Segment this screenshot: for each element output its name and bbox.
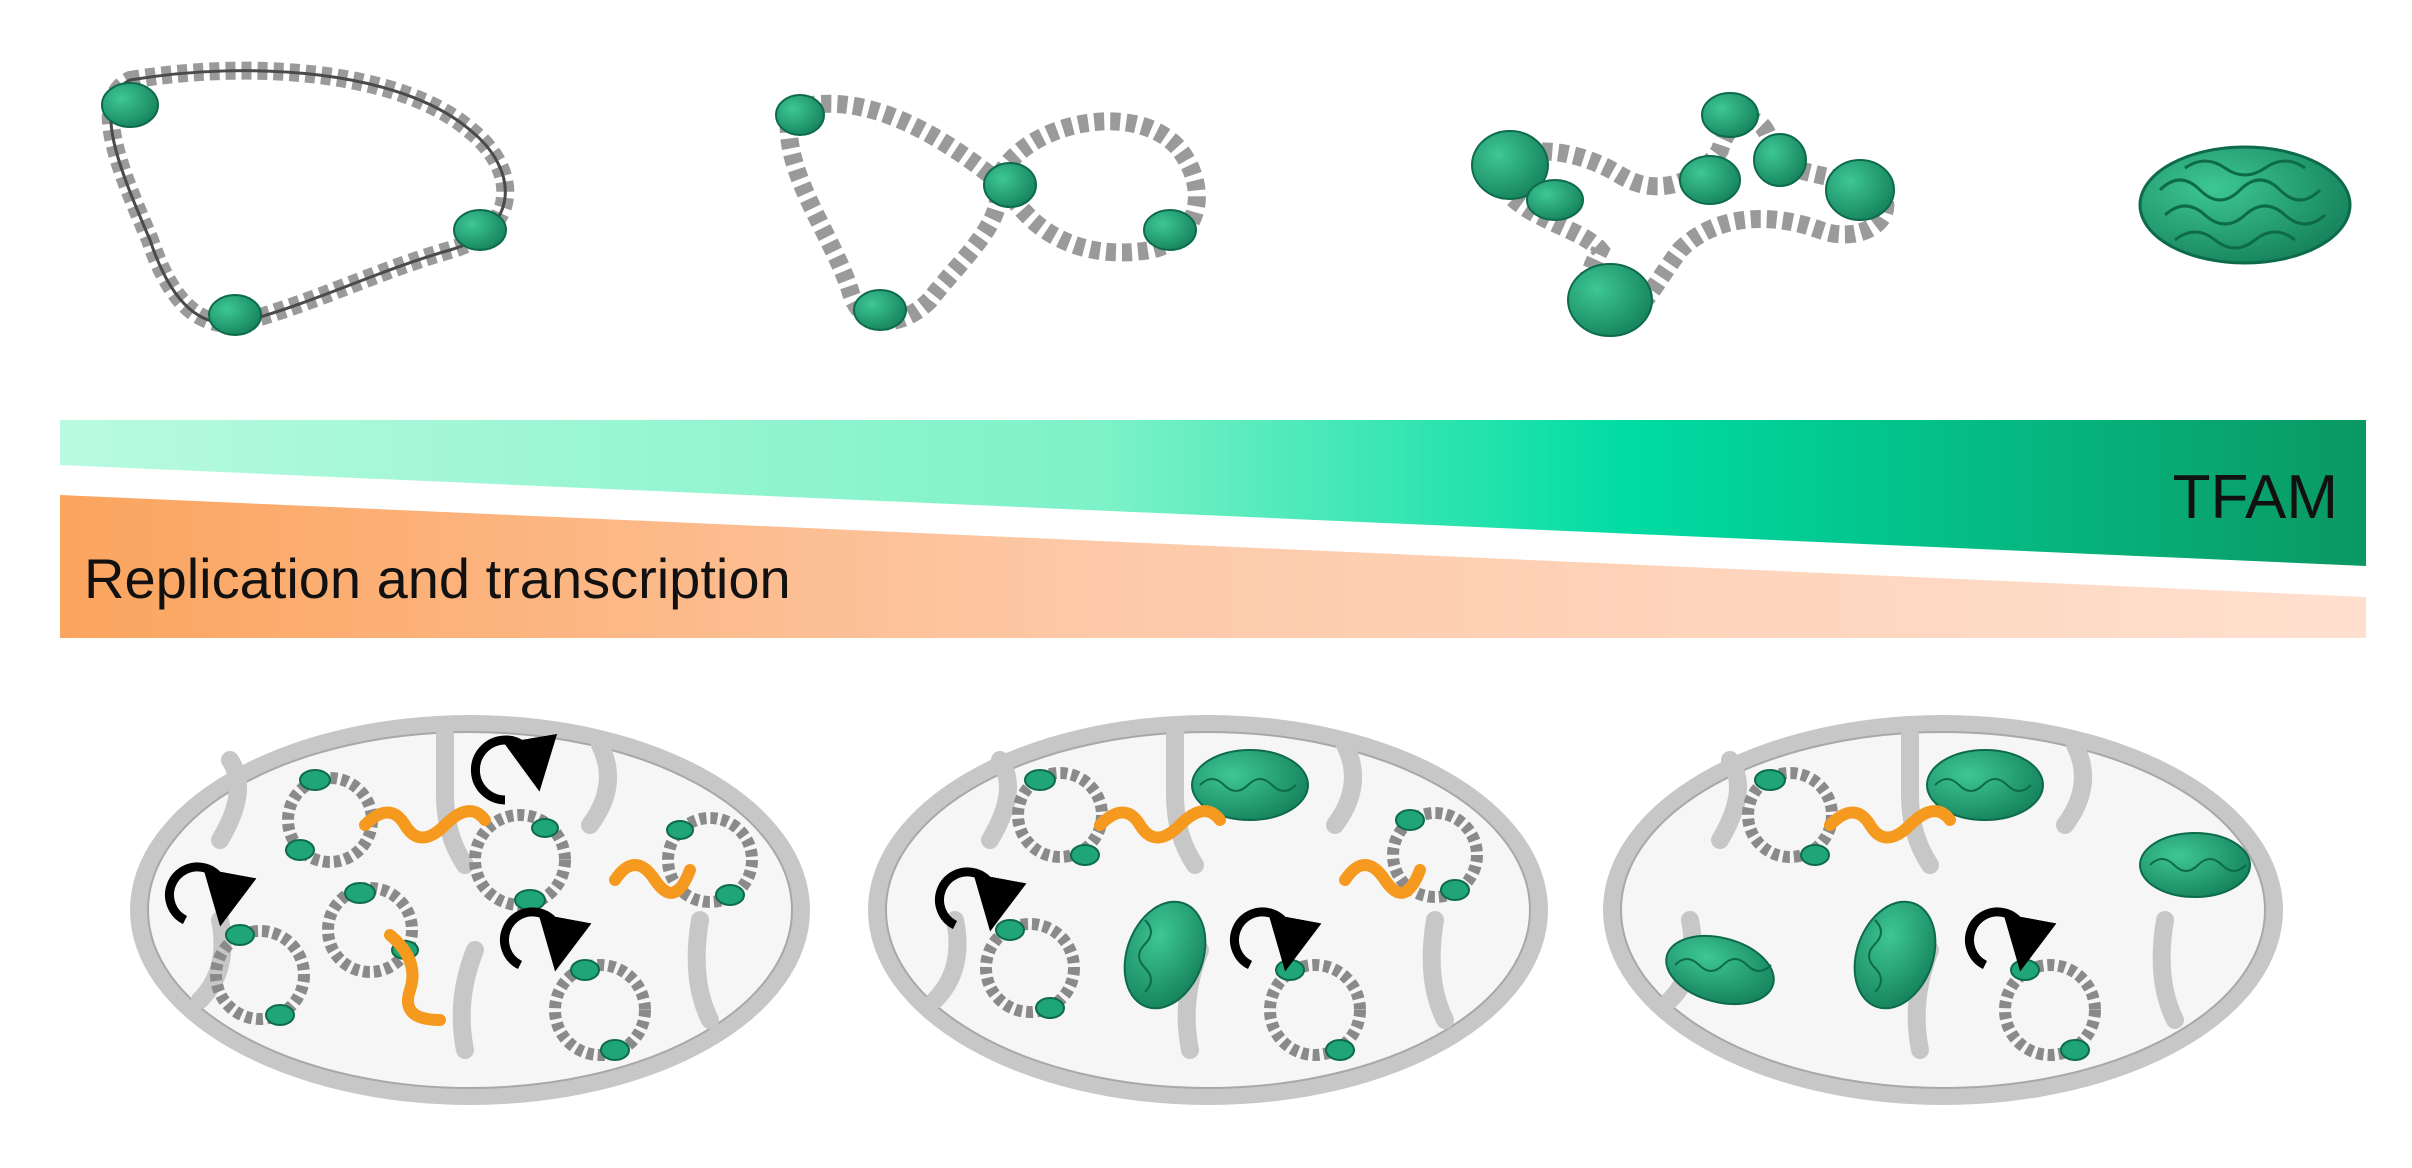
replication-arrow-icon — [1964, 907, 2057, 972]
rna-transcript-icon — [359, 805, 696, 1026]
rna-transcript-icon — [1094, 805, 1426, 899]
mtdna-loop-icon — [989, 112, 1206, 262]
mtdna-stage-2 — [775, 94, 1206, 331]
tfam-protein-icon — [995, 769, 1470, 1061]
compacted-nucleoid-icon — [1123, 749, 1309, 1010]
compacted-nucleoid-icon — [2138, 145, 2352, 265]
replication-transcription-label: Replication and transcription — [84, 547, 791, 610]
replication-transcription-bar: Replication and transcription — [60, 495, 2366, 638]
tfam-label: TFAM — [2173, 463, 2338, 532]
rna-transcript-icon — [1824, 805, 1956, 844]
mitochondrion-1 — [130, 715, 810, 1105]
replication-arrow-icon — [164, 733, 592, 972]
mitochondrion-3 — [1603, 715, 2283, 1105]
compacted-nucleoid-icon — [1665, 749, 2251, 1010]
mtdna-stage-3 — [1471, 92, 1895, 337]
mitochondrion-2 — [868, 715, 1548, 1105]
replication-arrow-icon — [934, 867, 1322, 972]
mtdna-loop-icon — [1490, 111, 1895, 330]
tfam-gradient-bar: TFAM — [60, 420, 2366, 566]
tfam-protein-icon — [1471, 92, 1895, 337]
tfam-protein-icon — [775, 94, 1197, 331]
mtdna-stage-1 — [101, 61, 515, 336]
tfam-protein-icon — [225, 769, 745, 1061]
mtdna-loop-icon — [779, 94, 1008, 331]
tfam-protein-icon — [101, 82, 507, 336]
